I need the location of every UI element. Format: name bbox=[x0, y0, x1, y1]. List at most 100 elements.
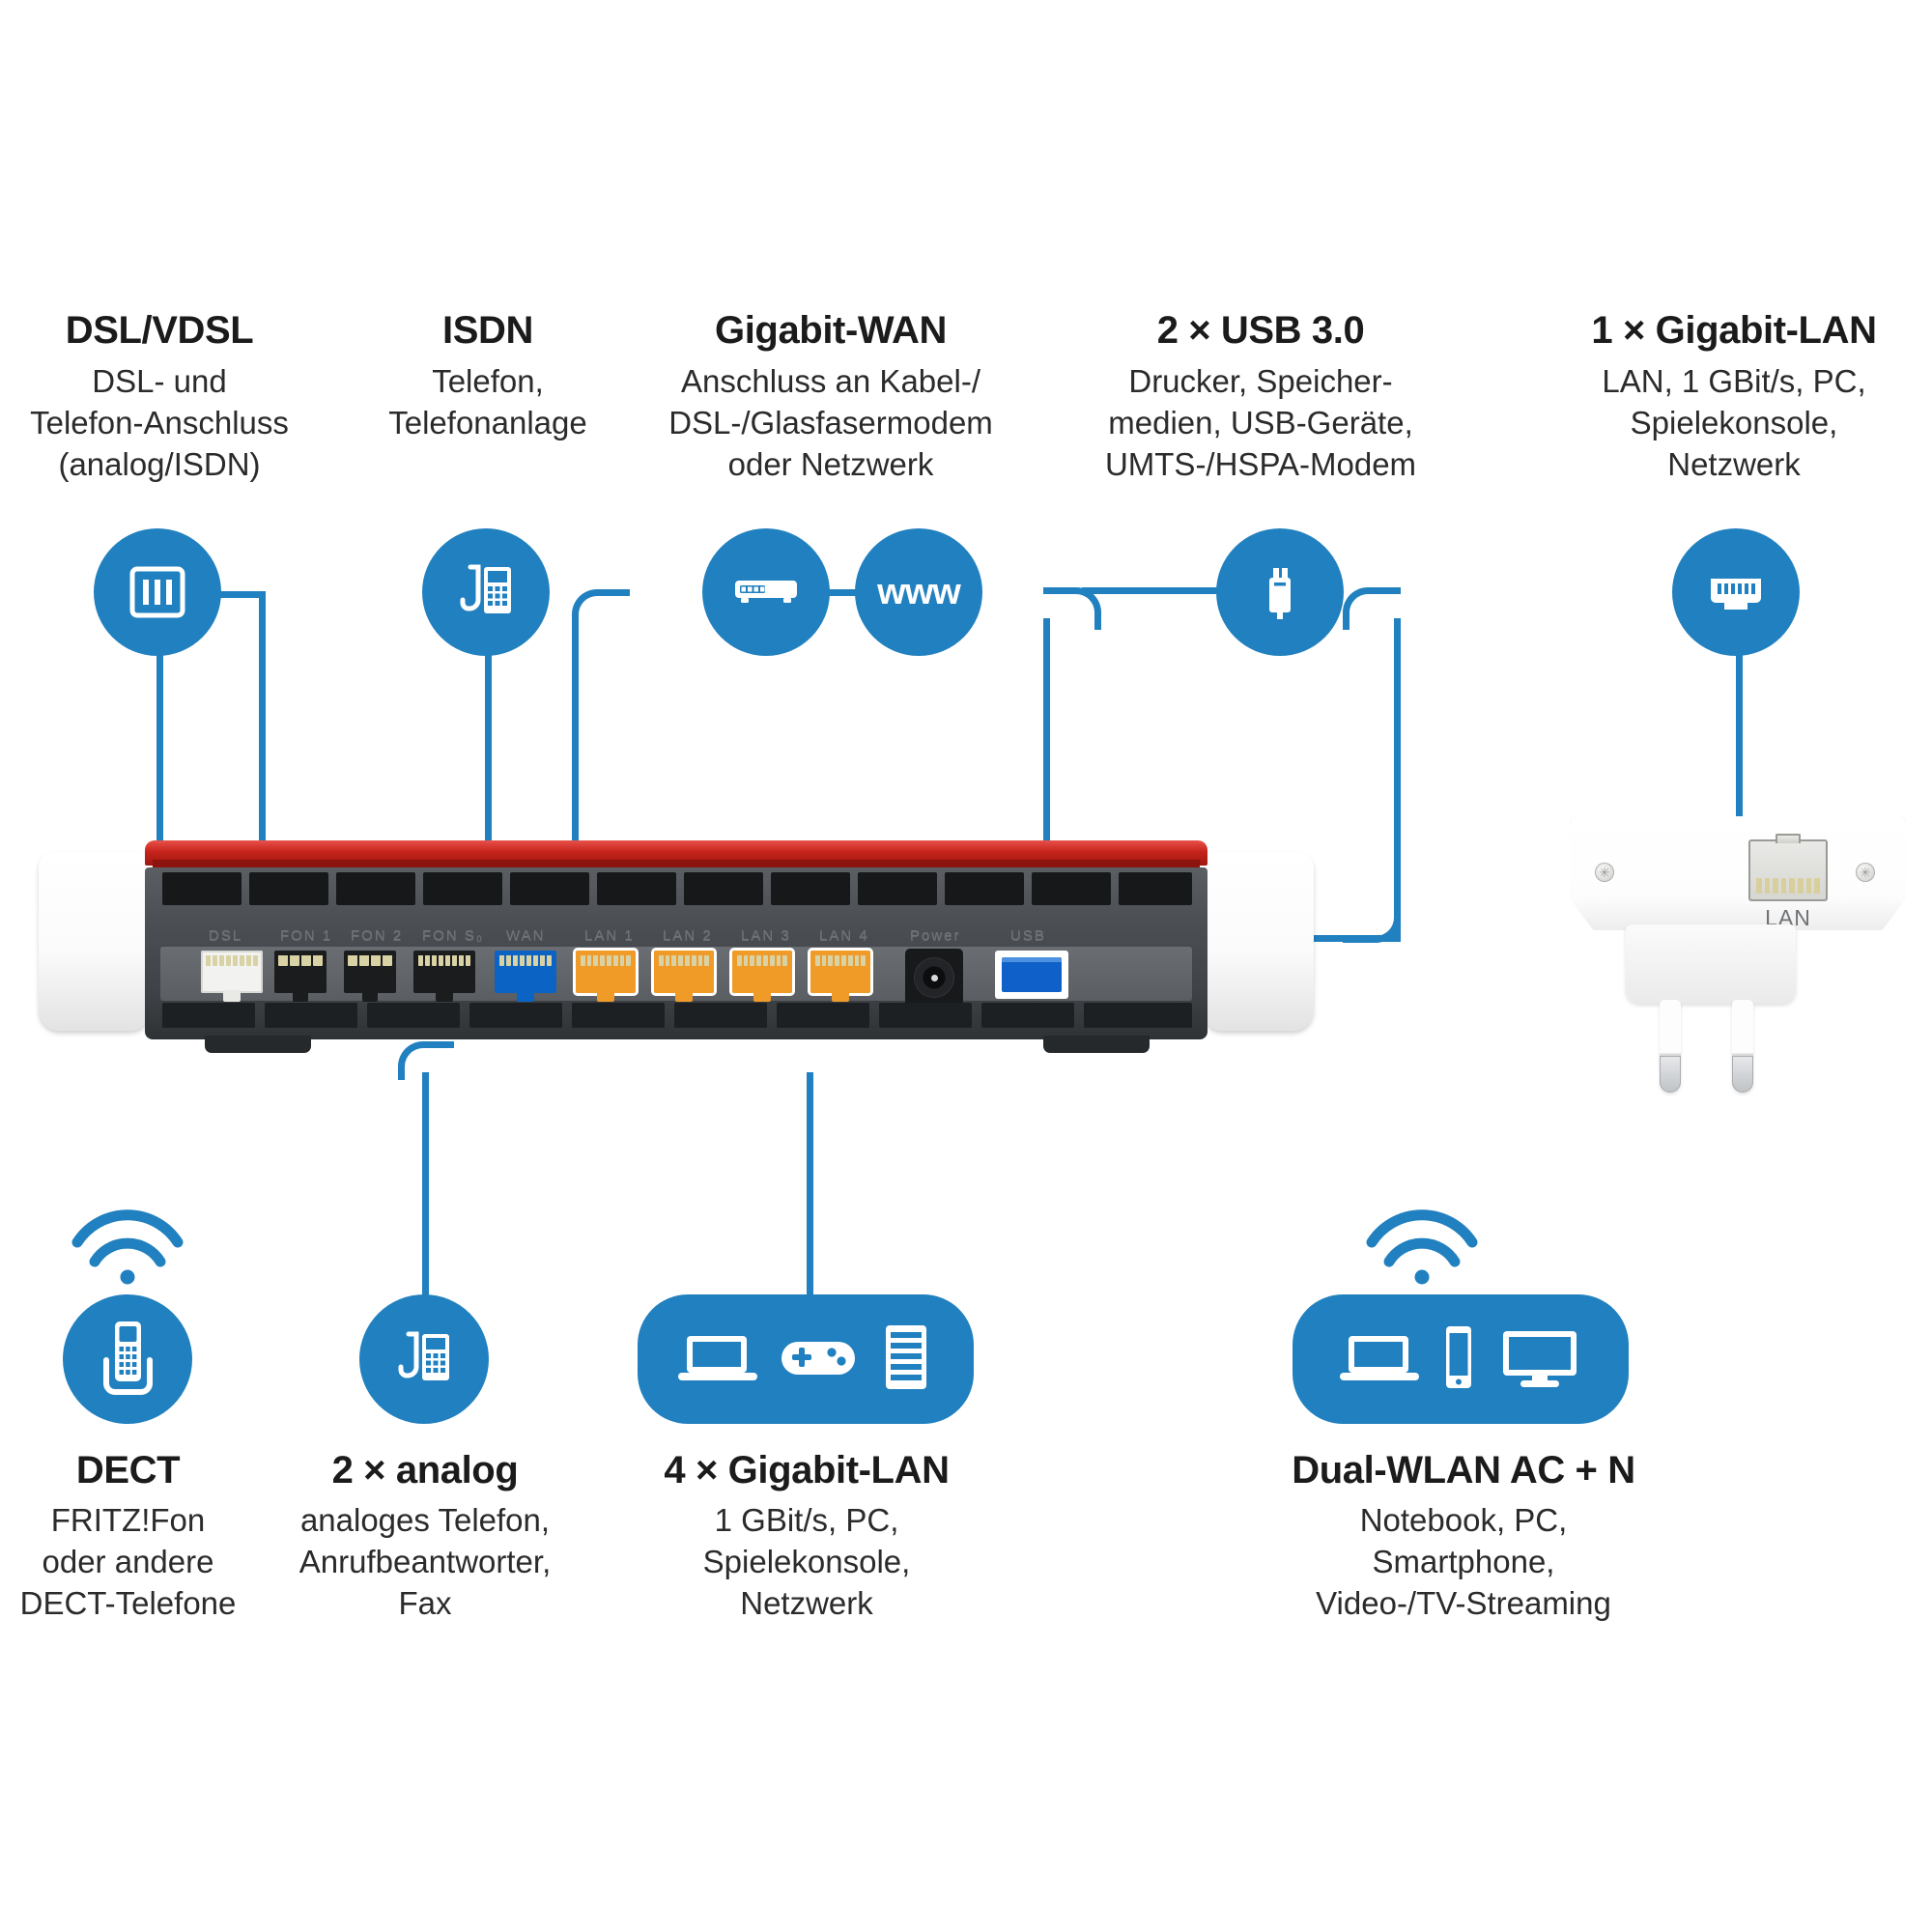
port-fon2[interactable] bbox=[344, 951, 396, 1002]
lan-pins bbox=[1756, 878, 1820, 894]
port-power[interactable] bbox=[905, 949, 963, 1007]
connector-dsl bbox=[156, 623, 163, 879]
port-tab bbox=[832, 990, 849, 1002]
port-pins bbox=[736, 955, 788, 966]
router-vent bbox=[684, 872, 763, 905]
router-vent bbox=[1119, 872, 1192, 905]
feature-desc: analoges Telefon, Anrufbeantworter, Fax bbox=[298, 1501, 552, 1621]
dsl-socket-icon[interactable] bbox=[94, 528, 221, 656]
gamepad-icon bbox=[776, 1326, 861, 1393]
router-vent-lower bbox=[572, 1003, 665, 1028]
www-icon[interactable]: www bbox=[855, 528, 982, 656]
wlan-devices-pill[interactable] bbox=[1293, 1294, 1629, 1424]
port-fon-s0[interactable] bbox=[413, 951, 475, 1002]
router-vent-lower bbox=[1084, 1003, 1192, 1028]
port-dsl[interactable] bbox=[201, 951, 263, 1002]
router-chassis: DSL FON 1 FON 2 FON S₀ WAN LAN 1 LAN 2 L… bbox=[145, 867, 1208, 1053]
feature-desc: LAN, 1 GBit/s, PC, Spielekonsole, Netzwe… bbox=[1602, 362, 1866, 482]
analog-phone-icon[interactable] bbox=[359, 1294, 489, 1424]
usb-icon[interactable] bbox=[1216, 528, 1344, 656]
port-lan1[interactable] bbox=[573, 948, 639, 1002]
feature-title: Gigabit-WAN bbox=[714, 309, 947, 352]
router-vent-lower bbox=[367, 1003, 460, 1028]
feature-desc: 1 GBit/s, PC, Spielekonsole, Netzwerk bbox=[702, 1501, 911, 1621]
port-tab bbox=[675, 990, 693, 1002]
feature-title: 2 × USB 3.0 bbox=[1156, 309, 1365, 352]
connector-usb-right-drop bbox=[1394, 618, 1401, 942]
desk-phone-icon[interactable] bbox=[422, 528, 550, 656]
router-vent bbox=[249, 872, 328, 905]
connector-wan-drop bbox=[572, 618, 579, 903]
connector-usb-left-drop bbox=[1043, 618, 1050, 903]
port-lan4[interactable] bbox=[808, 948, 873, 1002]
router-vent bbox=[945, 872, 1024, 905]
connector-lan4 bbox=[807, 1072, 813, 1319]
router-vent bbox=[336, 872, 415, 905]
port-tab bbox=[223, 990, 241, 1002]
feature-title: 4 × Gigabit-LAN bbox=[664, 1449, 950, 1492]
router-vent-lower bbox=[265, 1003, 357, 1028]
port-pins bbox=[206, 955, 258, 966]
lan-devices-pill[interactable] bbox=[638, 1294, 974, 1424]
router-vent-lower bbox=[879, 1003, 972, 1028]
port-pins bbox=[278, 955, 323, 966]
port-usb[interactable] bbox=[995, 951, 1068, 999]
router-vent-lower bbox=[981, 1003, 1074, 1028]
feature-title: DSL/VDSL bbox=[65, 309, 254, 352]
feature-title: 1 × Gigabit-LAN bbox=[1591, 309, 1877, 352]
feature-isdn: ISDN Telefon, Telefonanlage bbox=[338, 309, 638, 444]
www-label: www bbox=[877, 571, 961, 612]
modem-icon[interactable] bbox=[702, 528, 830, 656]
powerline-adapter: LAN bbox=[1570, 816, 1908, 1125]
port-tab bbox=[517, 990, 534, 1002]
feature-desc: DSL- und Telefon-Anschluss (analog/ISDN) bbox=[30, 362, 289, 482]
port-label-fons0: FON S₀ bbox=[422, 927, 485, 944]
router-foot-left bbox=[205, 1036, 311, 1053]
port-tab bbox=[293, 990, 308, 1002]
port-label-fon2: FON 2 bbox=[351, 927, 404, 944]
router-vent-lower bbox=[777, 1003, 869, 1028]
connector-usb-corner-right bbox=[1343, 587, 1401, 630]
adapter-prong-base bbox=[1626, 924, 1796, 1004]
port-pins bbox=[499, 955, 552, 966]
router-vent-lower bbox=[674, 1003, 767, 1028]
feature-title: Dual-WLAN AC + N bbox=[1292, 1449, 1635, 1492]
port-tab bbox=[753, 990, 771, 1002]
connector-usb-corner-bottom bbox=[1343, 900, 1401, 943]
router-vent-lower bbox=[162, 1003, 255, 1028]
port-label-wan: WAN bbox=[506, 927, 546, 944]
port-lan2[interactable] bbox=[651, 948, 717, 1002]
port-pins bbox=[814, 955, 867, 966]
router-vent bbox=[423, 872, 502, 905]
port-pins bbox=[348, 955, 392, 966]
router-vent bbox=[771, 872, 850, 905]
port-tab bbox=[597, 990, 614, 1002]
port-pins bbox=[580, 955, 632, 966]
adapter-screw-left bbox=[1595, 863, 1614, 882]
router-endcap-left bbox=[39, 852, 151, 1031]
port-lan3[interactable] bbox=[729, 948, 795, 1002]
connector-modem-www bbox=[826, 589, 859, 596]
adapter-lan-port[interactable] bbox=[1748, 834, 1828, 901]
cordless-phone-icon[interactable] bbox=[63, 1294, 192, 1424]
adapter-prong-left bbox=[1660, 1000, 1681, 1093]
router-foot-right bbox=[1043, 1036, 1150, 1053]
lan-socket-icon[interactable] bbox=[1672, 528, 1800, 656]
adapter-body bbox=[1570, 816, 1906, 930]
connector-isdn bbox=[485, 623, 492, 903]
feature-gigabit-wan: Gigabit-WAN Anschluss an Kabel-/ DSL-/Gl… bbox=[628, 309, 1034, 485]
port-label-lan1: LAN 1 bbox=[584, 927, 635, 944]
feature-dect: DECT FRITZ!Fon oder andere DECT-Telefone bbox=[0, 1449, 256, 1624]
port-tab bbox=[436, 990, 453, 1002]
port-wan[interactable] bbox=[495, 951, 556, 1002]
port-fon1[interactable] bbox=[274, 951, 327, 1002]
feature-analog: 2 × analog analoges Telefon, Anrufbeantw… bbox=[261, 1449, 589, 1624]
dect-wifi-arcs bbox=[62, 1208, 193, 1285]
feature-dsl-vdsl: DSL/VDSL DSL- und Telefon-Anschluss (ana… bbox=[0, 309, 319, 485]
smartphone-icon bbox=[1437, 1322, 1480, 1397]
feature-desc: Drucker, Speicher- medien, USB-Geräte, U… bbox=[1104, 362, 1417, 482]
connector-usb-bottom-h bbox=[1285, 935, 1399, 942]
monitor-icon bbox=[1495, 1323, 1584, 1396]
server-icon bbox=[876, 1321, 936, 1399]
